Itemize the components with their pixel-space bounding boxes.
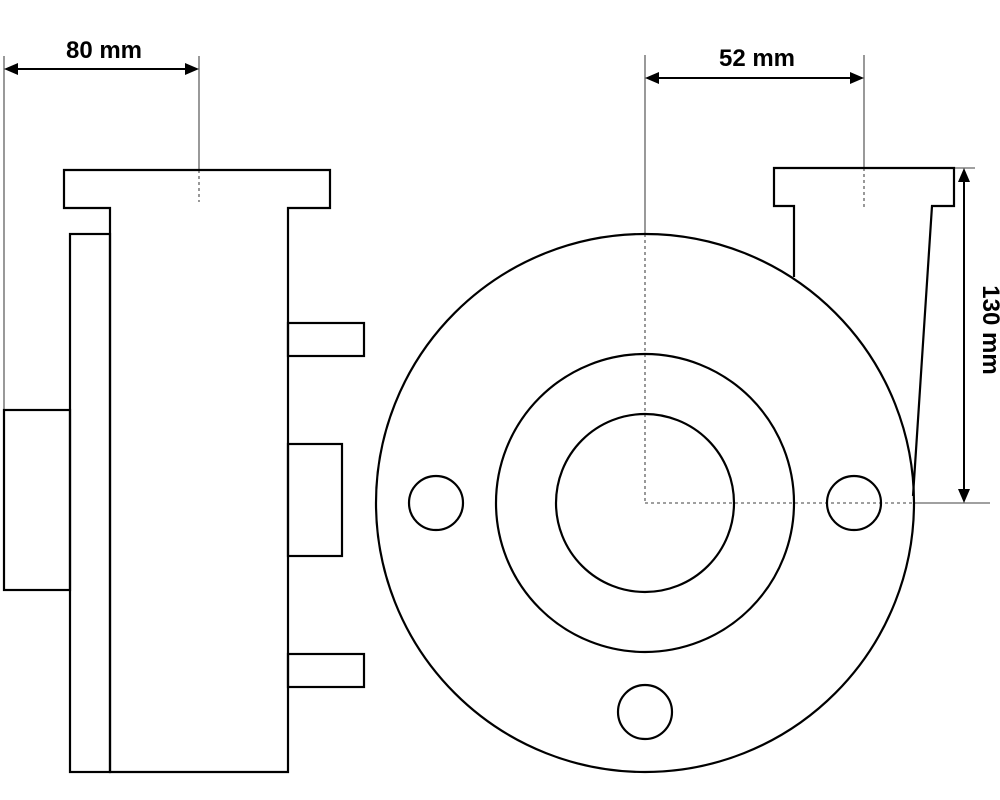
dim-130-label: 130 mm bbox=[977, 285, 1000, 374]
side-view bbox=[2, 56, 366, 774]
side-lower-boss bbox=[286, 652, 366, 689]
front-view bbox=[374, 55, 990, 774]
dim-80-arrow-left bbox=[4, 63, 18, 75]
dim-80-arrow-right bbox=[185, 63, 199, 75]
dim-80-label: 80 mm bbox=[66, 37, 142, 64]
dim-52-arrow-right bbox=[850, 72, 864, 84]
dim-52-arrow-left bbox=[645, 72, 659, 84]
side-inlet-stub bbox=[2, 408, 72, 592]
dimension-130mm: 130 mm bbox=[958, 168, 1000, 503]
side-middle-boss bbox=[286, 442, 344, 558]
dim-130-arrow-top bbox=[958, 168, 970, 182]
front-bolt-hole-bottom bbox=[616, 683, 674, 741]
front-bolt-hole-left bbox=[407, 474, 465, 532]
dimension-52mm: 52 mm bbox=[645, 45, 864, 84]
front-outlet-nozzle bbox=[772, 166, 956, 497]
front-bolt-hole-right bbox=[825, 474, 883, 532]
dim-52-label: 52 mm bbox=[719, 45, 795, 72]
side-outlet-flange bbox=[62, 168, 332, 774]
dimension-80mm: 80 mm bbox=[4, 37, 199, 75]
dim-130-arrow-bottom bbox=[958, 489, 970, 503]
side-mounting-plate bbox=[68, 232, 112, 774]
side-upper-boss bbox=[286, 321, 366, 358]
